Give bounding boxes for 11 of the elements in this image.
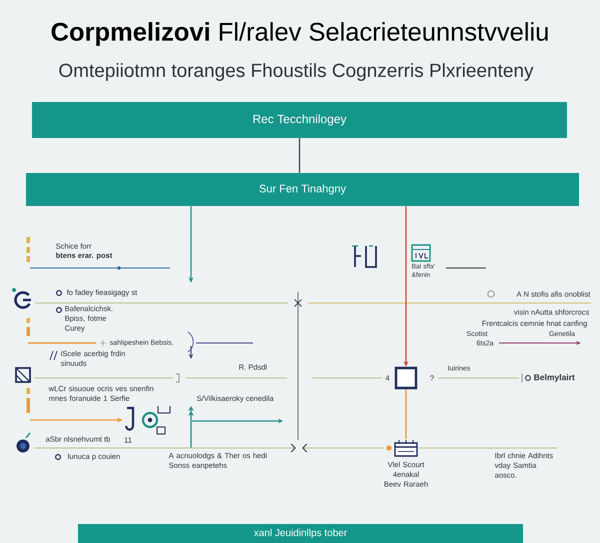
connector-line	[298, 138, 300, 173]
banner-bar: xanl Jeuidinllps tober	[78, 524, 523, 543]
title: Corpmelizovi Fl/ralev Selacrieteunnstvveliu	[52, 22, 548, 46]
banner-bar: Sur Fen Tinahgny	[26, 173, 579, 206]
annotation: Belmylairt	[534, 374, 575, 382]
square-icon	[394, 366, 418, 390]
subtitle: Omtepiiotmn toranges Fhoustils Cognzerris Plxrieenteny	[59, 63, 534, 81]
symbol-icon	[124, 406, 170, 434]
connector-line	[405, 389, 407, 439]
banner-bar: Rec Tecchnilogey	[32, 102, 567, 138]
calendar-icon	[394, 440, 418, 457]
